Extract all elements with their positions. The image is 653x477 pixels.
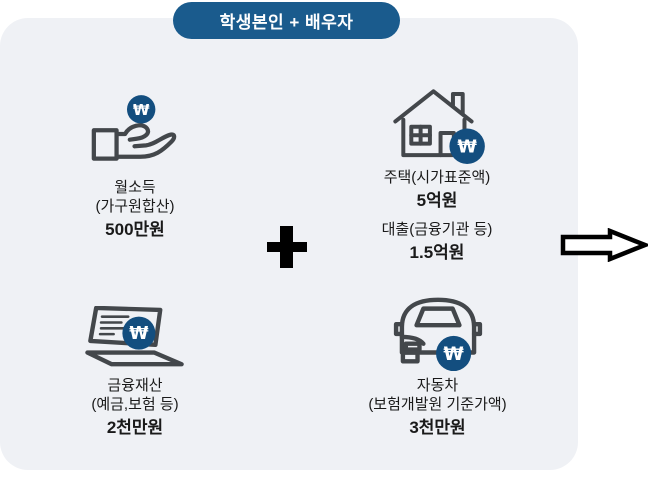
won-symbol: ₩ (132, 101, 149, 119)
won-symbol: ₩ (457, 137, 477, 157)
laptop-icon: ₩ (83, 306, 187, 372)
won-symbol: ₩ (443, 344, 464, 365)
financial-assets-value: 2천만원 (106, 418, 164, 437)
car-label: 자동차 (416, 377, 459, 394)
income-sublabel: (가구원합산) (95, 198, 175, 215)
car-value: 3천만원 (409, 418, 466, 437)
title-badge-label: 학생본인 + 배우자 (219, 13, 354, 32)
title-badge: 학생본인 + 배우자 (173, 2, 400, 39)
won-symbol: ₩ (129, 324, 149, 344)
car-sublabel: (보험개발원 기준가액) (368, 396, 507, 413)
financial-assets-item: ₩ 금융재산 (예금,보험 등) 2천만원 (45, 306, 225, 438)
income-item: ₩ 월소득 (가구원합산) 500만원 (45, 94, 225, 240)
car-icon: ₩ (392, 294, 484, 372)
income-value: 500만원 (105, 220, 165, 239)
housing-label: 주택(시가표준액) (383, 169, 491, 186)
loan-label: 대출(금융기관 등) (381, 221, 493, 238)
arrow-right-icon (560, 227, 652, 267)
financial-assets-label: 금융재산 (107, 377, 163, 394)
loan-group: 대출(금융기관 등) 1.5억원 (382, 220, 493, 263)
hand-coin-icon: ₩ (91, 94, 180, 174)
income-label: 월소득 (114, 179, 156, 196)
financial-assets-sublabel: (예금,보험 등) (91, 396, 179, 413)
loan-value: 1.5억원 (409, 243, 465, 262)
housing-value: 5억원 (416, 191, 458, 210)
housing-item: ₩ 주택(시가표준액) 5억원 대출(금융기관 등) 1.5억원 (347, 86, 527, 263)
car-item: ₩ 자동차 (보험개발원 기준가액) 3천만원 (340, 294, 535, 438)
house-icon: ₩ (389, 86, 485, 164)
plus-icon (267, 226, 307, 268)
